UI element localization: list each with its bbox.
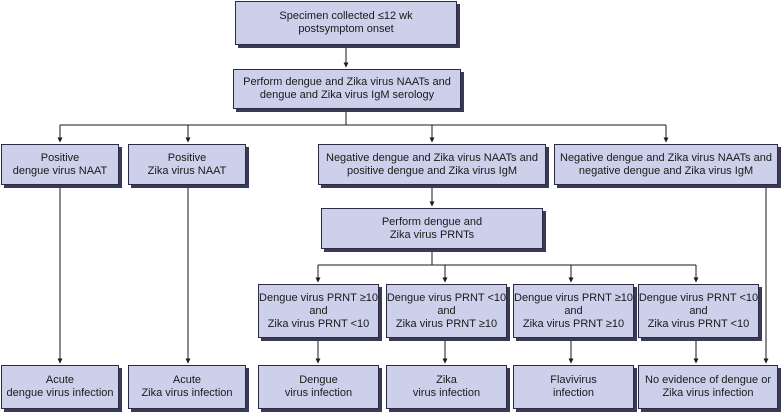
prnt-dengue-pos-zika-pos-box: Dengue virus PRNT ≥10 and Zika virus PRN… bbox=[513, 284, 634, 338]
no-evidence-outcome-box: No evidence of dengue or Zika virus infe… bbox=[638, 365, 778, 409]
prnt-b-line1: Dengue virus PRNT <10 bbox=[386, 291, 507, 304]
specimen-box: Specimen collected ≤12 wk postsymptom on… bbox=[235, 1, 457, 45]
pos-dengue-line2: dengue virus NAAT bbox=[12, 164, 108, 177]
prnt-d-line2: and bbox=[689, 304, 708, 317]
out-dengue-line1: Dengue bbox=[299, 374, 338, 386]
positive-zika-naat-box: Positive Zika virus NAAT bbox=[128, 144, 246, 185]
prnt-b-line3: Zika virus PRNT ≥10 bbox=[395, 317, 498, 330]
out-flavivirus-line1: Flavivirus bbox=[550, 374, 597, 386]
negative-naat-positive-igm-box: Negative dengue and Zika virus NAATs and… bbox=[318, 144, 546, 185]
specimen-line1: Specimen collected ≤12 wk bbox=[279, 10, 413, 22]
zika-infection-outcome-box: Zika virus infection bbox=[386, 365, 507, 409]
out-acute-dengue-line1: Acute bbox=[45, 374, 75, 386]
perform-naat-box: Perform dengue and Zika virus NAATs and … bbox=[233, 69, 461, 109]
prnt-c-line3: Zika virus PRNT ≥10 bbox=[522, 317, 625, 330]
prnt-dengue-pos-zika-neg-box: Dengue virus PRNT ≥10 and Zika virus PRN… bbox=[258, 284, 379, 338]
out-no-evidence-line1: No evidence of dengue or bbox=[645, 374, 771, 386]
neg-neg-igm-line1: Negative dengue and Zika virus NAATs and bbox=[560, 151, 772, 164]
positive-dengue-naat-box: Positive dengue virus NAAT bbox=[1, 144, 119, 185]
prnt-a-line2: and bbox=[309, 304, 328, 317]
neg-pos-igm-line2: positive dengue and Zika virus IgM bbox=[347, 164, 517, 177]
out-acute-zika-line2: Zika virus infection bbox=[141, 387, 233, 399]
negative-naat-negative-igm-box: Negative dengue and Zika virus NAATs and… bbox=[554, 144, 778, 185]
prnt-d-line1: Dengue virus PRNT <10 bbox=[638, 291, 759, 304]
pos-zika-line1: Positive bbox=[167, 151, 207, 164]
prnt-d-line3: Zika virus PRNT <10 bbox=[647, 317, 750, 330]
perform-naat-line2: dengue and Zika virus IgM serology bbox=[259, 89, 435, 101]
prnt-dengue-neg-zika-neg-box: Dengue virus PRNT <10 and Zika virus PRN… bbox=[638, 284, 759, 338]
dengue-infection-outcome-box: Dengue virus infection bbox=[258, 365, 379, 409]
neg-pos-igm-line1: Negative dengue and Zika virus NAATs and bbox=[326, 151, 538, 164]
out-acute-dengue-line2: dengue virus infection bbox=[6, 387, 114, 399]
out-dengue-line2: virus infection bbox=[284, 387, 353, 399]
perform-prnt-line2: Zika virus PRNTs bbox=[389, 228, 475, 241]
flavivirus-infection-outcome-box: Flavivirus infection bbox=[513, 365, 634, 409]
acute-zika-outcome-box: Acute Zika virus infection bbox=[128, 365, 246, 409]
perform-naat-line1: Perform dengue and Zika virus NAATs and bbox=[243, 76, 451, 88]
out-zika-line1: Zika bbox=[436, 374, 457, 386]
perform-prnt-line1: Perform dengue and bbox=[381, 215, 483, 228]
specimen-line2: postsymptom onset bbox=[298, 23, 394, 35]
out-no-evidence-line2: Zika virus infection bbox=[662, 387, 754, 399]
prnt-a-line3: Zika virus PRNT <10 bbox=[267, 317, 370, 330]
out-acute-zika-line1: Acute bbox=[172, 374, 202, 386]
out-zika-line2: virus infection bbox=[412, 387, 481, 399]
acute-dengue-outcome-box: Acute dengue virus infection bbox=[1, 365, 119, 409]
prnt-a-line1: Dengue virus PRNT ≥10 bbox=[259, 291, 378, 304]
neg-neg-igm-line2: negative dengue and Zika virus IgM bbox=[578, 164, 754, 177]
prnt-c-line1: Dengue virus PRNT ≥10 bbox=[514, 291, 633, 304]
prnt-dengue-neg-zika-pos-box: Dengue virus PRNT <10 and Zika virus PRN… bbox=[386, 284, 507, 338]
out-flavivirus-line2: infection bbox=[553, 387, 594, 399]
perform-prnt-box: Perform dengue and Zika virus PRNTs bbox=[321, 208, 543, 249]
prnt-c-line2: and bbox=[564, 304, 583, 317]
prnt-b-line2: and bbox=[437, 304, 456, 317]
pos-zika-line2: Zika virus NAAT bbox=[147, 164, 227, 177]
pos-dengue-line1: Positive bbox=[40, 151, 80, 164]
